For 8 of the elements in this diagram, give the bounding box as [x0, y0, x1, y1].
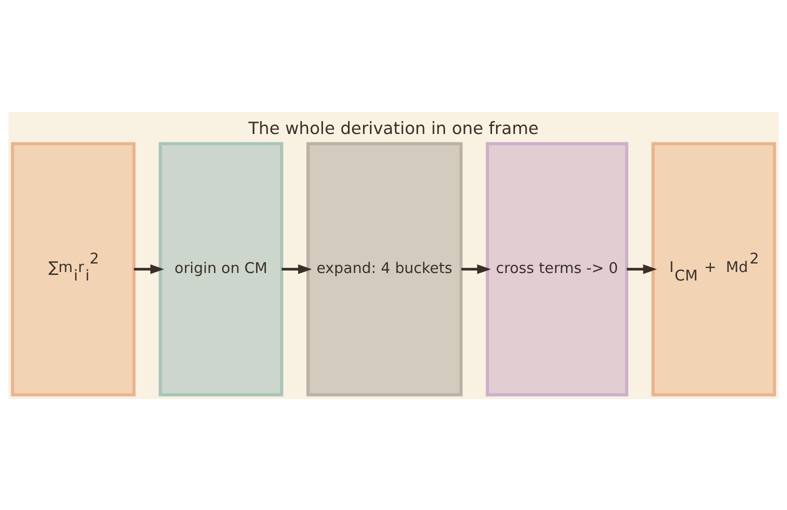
arrow: [282, 264, 312, 274]
node-box: expand: 4 buckets: [306, 142, 463, 396]
node-box: cross terms -> 0: [486, 142, 628, 396]
diagram-title: The whole derivation in one frame: [248, 117, 539, 138]
node-box: origin on CM: [158, 142, 284, 396]
arrow: [134, 264, 164, 274]
arrow: [461, 264, 491, 274]
arrow: [626, 264, 657, 274]
